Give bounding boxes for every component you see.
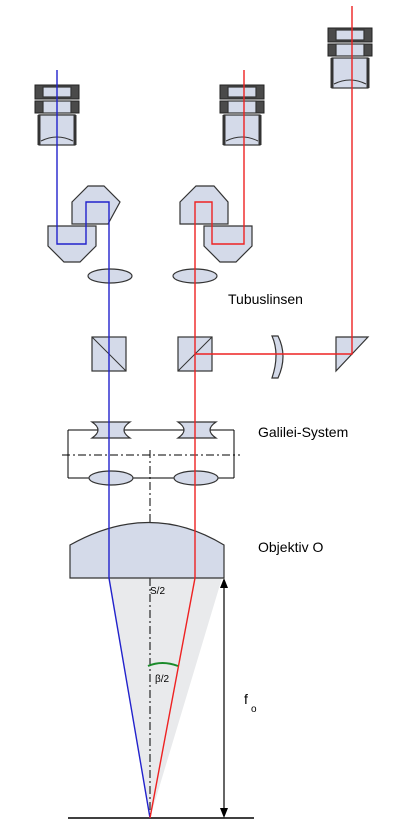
- right-prism-assembly: [179, 185, 253, 263]
- left-galilean-positive-lens: [88, 470, 134, 486]
- middle-eyepiece: [219, 84, 265, 146]
- left-blue-beam: [56, 70, 151, 819]
- tube-lenses-label: Tubuslinsen: [228, 291, 303, 307]
- light-cone-area: [108, 578, 222, 818]
- right-galilean-negative-lens: [176, 421, 218, 439]
- right-galilean-positive-lens: [173, 470, 219, 486]
- focal-length-subscript: o: [251, 704, 257, 715]
- half-angle-arc: [147, 662, 179, 667]
- half-angle-label: β/2: [155, 674, 170, 685]
- left-tube-lens: [87, 268, 133, 284]
- objective-lens: [69, 521, 225, 579]
- left-galilean-negative-lens: [90, 421, 132, 439]
- focal-length-label: f: [244, 691, 248, 707]
- right-red-beam: [149, 6, 353, 819]
- galilean-system-label: Galilei-System: [258, 424, 348, 440]
- objective-label: Objektiv O: [258, 539, 323, 555]
- half-stereo-base-label: S/2: [150, 586, 165, 597]
- relay-lens: [271, 335, 284, 379]
- right-eyepiece: [327, 27, 373, 89]
- focal-length-dimension: [220, 578, 228, 818]
